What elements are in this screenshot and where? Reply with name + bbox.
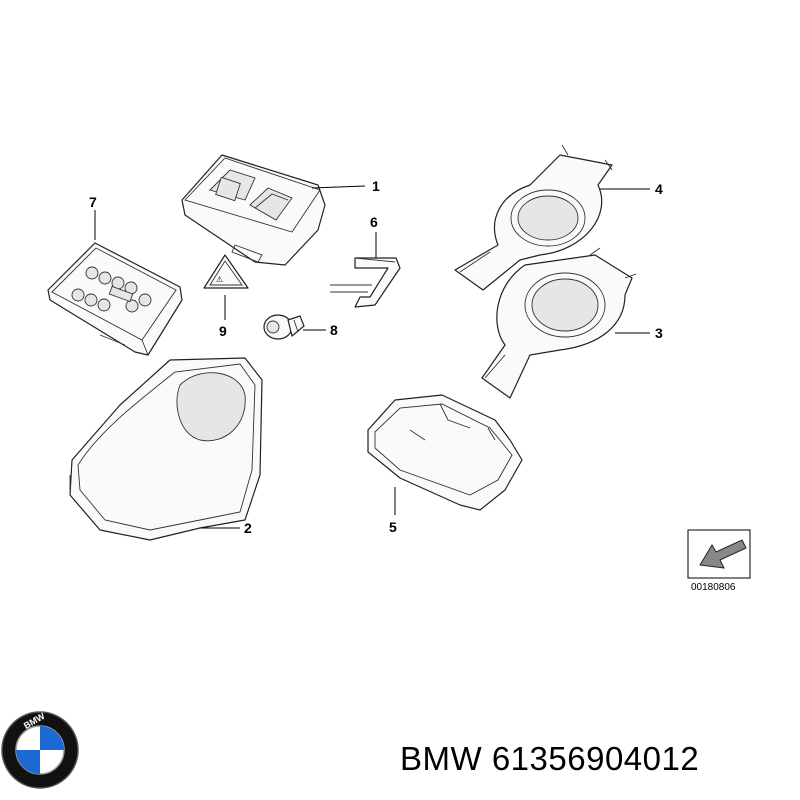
bmw-logo: BMW	[1, 711, 79, 789]
direction-arrow-box	[687, 529, 751, 579]
callout-5: 5	[389, 519, 397, 535]
callout-3: 3	[655, 325, 663, 341]
part-number: 61356904012	[491, 740, 700, 777]
diagram-reference-number: 00180806	[691, 582, 736, 593]
part-4-ring-bracket	[454, 144, 613, 291]
callout-8: 8	[330, 322, 338, 338]
callout-1: 1	[372, 178, 380, 194]
direction-arrow-icon	[699, 539, 747, 569]
svg-text:⚠: ⚠	[216, 275, 223, 284]
part-caption: BMW 61356904012	[400, 740, 699, 778]
part-2-trim-cover	[69, 357, 263, 541]
part-9-warning-label: ⚠	[203, 254, 249, 289]
part-7-control-panel	[47, 242, 183, 356]
part-6-clip	[330, 257, 401, 308]
callout-4: 4	[655, 181, 663, 197]
callout-6: 6	[370, 214, 378, 230]
part-1-switch-housing	[181, 154, 326, 266]
part-3-ring-bracket	[481, 247, 637, 399]
control-panel-buttons	[71, 266, 152, 313]
callout-7: 7	[89, 194, 97, 210]
callout-2: 2	[244, 520, 252, 536]
part-5-tray	[367, 394, 523, 511]
brand-name: BMW	[400, 740, 483, 777]
callout-9: 9	[219, 323, 227, 339]
part-8-plug	[263, 314, 305, 340]
